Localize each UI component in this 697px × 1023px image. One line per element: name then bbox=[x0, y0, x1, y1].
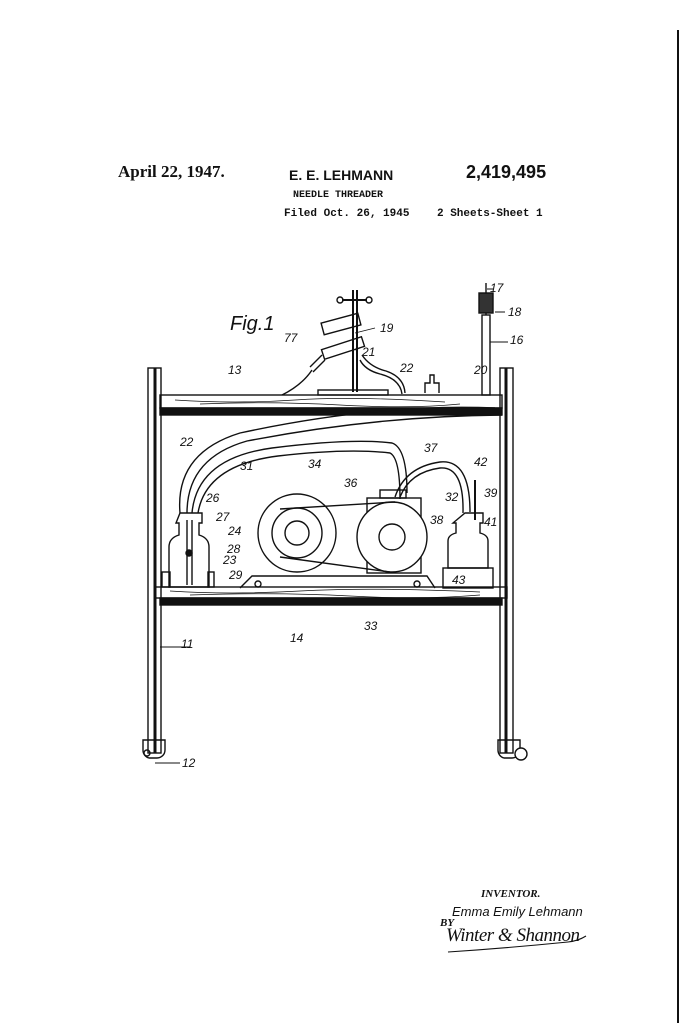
ref-27: 27 bbox=[215, 510, 231, 524]
attorney-signature: Winter & Shannon bbox=[446, 925, 580, 946]
tube-22 bbox=[178, 406, 496, 514]
ref-19: 19 bbox=[380, 321, 394, 335]
box-43 bbox=[442, 567, 494, 589]
ref-42: 42 bbox=[474, 455, 488, 469]
ref-41: 41 bbox=[484, 515, 497, 529]
inventor-label: INVENTOR. bbox=[481, 888, 541, 900]
ref-11: 11 bbox=[181, 637, 193, 651]
magnifier bbox=[320, 312, 362, 336]
base-33 bbox=[239, 575, 436, 589]
bottom-rail bbox=[159, 597, 503, 606]
ref-31: 31 bbox=[240, 459, 253, 473]
inventor-header: E. E. LEHMANN bbox=[289, 167, 394, 183]
ref-77: 77 bbox=[284, 331, 299, 345]
ref-32: 32 bbox=[445, 490, 459, 504]
ref-13: 13 bbox=[228, 363, 242, 377]
ref-26: 26 bbox=[205, 491, 220, 505]
tube-37 bbox=[394, 461, 471, 513]
spool-rod bbox=[481, 314, 491, 396]
pulley-motor bbox=[356, 501, 428, 573]
ref-37: 37 bbox=[424, 441, 439, 455]
thread-spool bbox=[478, 292, 494, 314]
ref-36: 36 bbox=[344, 476, 358, 490]
ref-14: 14 bbox=[290, 631, 304, 645]
ref-17: 17 bbox=[490, 281, 505, 295]
ref-20: 20 bbox=[473, 363, 488, 377]
ref-38: 38 bbox=[430, 513, 444, 527]
sheet-count: 2 Sheets-Sheet 1 bbox=[437, 208, 543, 220]
belt-36 bbox=[279, 501, 396, 573]
top-rail bbox=[159, 407, 503, 416]
patent-number: 2,419,495 bbox=[466, 162, 547, 182]
ref-21: 21 bbox=[361, 345, 375, 359]
right-bottle bbox=[447, 512, 489, 569]
needle-holder bbox=[320, 335, 366, 361]
ref-33: 33 bbox=[364, 619, 378, 633]
ref-34: 34 bbox=[308, 457, 322, 471]
upper-tube-22 bbox=[359, 354, 406, 395]
ref-22-top: 22 bbox=[399, 361, 414, 375]
patent-date: April 22, 1947. bbox=[118, 162, 225, 181]
filed-date: Filed Oct. 26, 1945 bbox=[284, 208, 410, 220]
stand-base bbox=[317, 389, 389, 396]
ref-16: 16 bbox=[510, 333, 524, 347]
ref-39: 39 bbox=[484, 486, 498, 500]
ref-23: 23 bbox=[222, 553, 237, 567]
ref-28: 28 bbox=[226, 542, 241, 556]
ref-22-left: 22 bbox=[179, 435, 194, 449]
pulley-34 bbox=[257, 493, 337, 573]
patent-title: NEEDLE THREADER bbox=[293, 190, 384, 201]
ref-12: 12 bbox=[182, 756, 196, 770]
page-edge-rule bbox=[677, 30, 679, 1023]
ref-29: 29 bbox=[228, 568, 243, 582]
ref-24: 24 bbox=[227, 524, 242, 538]
by-label: BY bbox=[440, 917, 455, 929]
ref-18: 18 bbox=[508, 305, 522, 319]
inventor-signature: Emma Emily Lehmann bbox=[452, 904, 583, 919]
signature-flourish bbox=[447, 935, 587, 953]
figure-label: Fig.1 bbox=[230, 313, 274, 335]
ref-43: 43 bbox=[452, 573, 466, 587]
tube-31 bbox=[191, 440, 408, 514]
switch-20 bbox=[424, 374, 440, 393]
